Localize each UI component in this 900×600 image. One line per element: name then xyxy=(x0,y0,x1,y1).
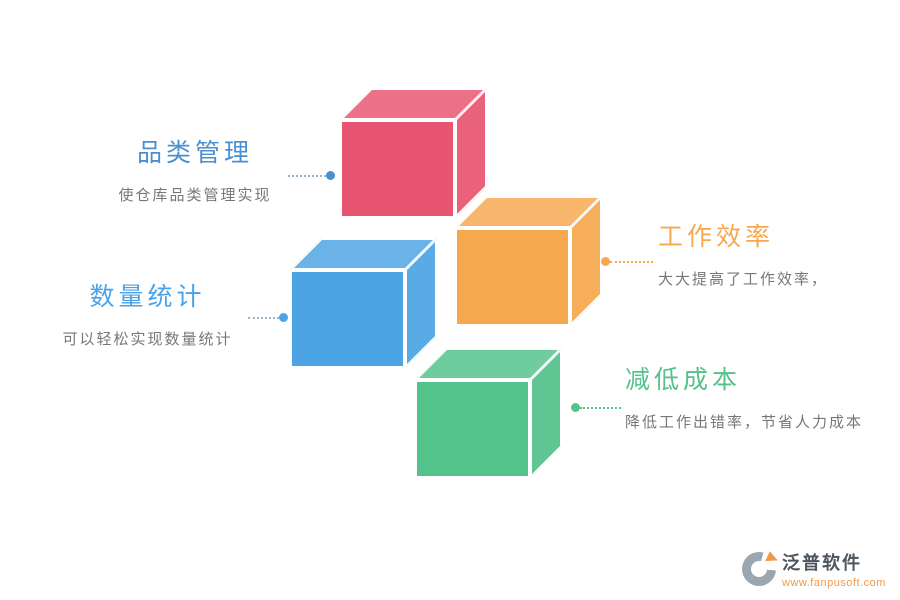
cube-work-efficiency xyxy=(455,196,602,326)
feature-title: 工作效率 xyxy=(658,223,775,251)
cube-front-face xyxy=(290,270,405,368)
brand-logo: 泛普软件 www.fanpusoft.com xyxy=(742,549,886,589)
connector-quantity-statistics xyxy=(248,313,288,322)
feature-description: 降低工作出错率，节省人力成本 xyxy=(625,414,864,431)
cube-front-face xyxy=(340,120,455,218)
brand-text: 泛普软件 www.fanpusoft.com xyxy=(782,549,886,589)
feature-cost-reduction: 减低成本 降低工作出错率，节省人力成本 xyxy=(625,360,887,432)
brand-name: 泛普软件 xyxy=(782,553,862,573)
feature-description: 可以轻松实现数量统计 xyxy=(62,331,233,348)
cube-category-management xyxy=(340,88,487,218)
feature-category-management: 品类管理 使仓库品类管理实现 xyxy=(95,133,295,205)
cube-quantity-statistics xyxy=(290,238,437,368)
feature-work-efficiency: 工作效率 大大提高了工作效率， xyxy=(658,217,898,289)
connector-work-efficiency xyxy=(601,257,653,266)
connector-line xyxy=(580,406,621,409)
connector-dot xyxy=(571,403,580,412)
connector-dot xyxy=(601,257,610,266)
connector-line xyxy=(288,174,326,177)
connector-dot xyxy=(279,313,288,322)
feature-title: 数量统计 xyxy=(89,283,206,311)
feature-title: 品类管理 xyxy=(136,139,253,167)
logo-ring-icon xyxy=(742,552,776,586)
connector-line xyxy=(610,260,653,263)
cube-cost-reduction xyxy=(415,348,562,478)
brand-logo-icon xyxy=(742,551,780,586)
feature-quantity-statistics: 数量统计 可以轻松实现数量统计 xyxy=(40,277,255,349)
feature-description: 使仓库品类管理实现 xyxy=(118,187,272,204)
feature-description: 大大提高了工作效率， xyxy=(658,271,829,288)
cube-front-face xyxy=(415,380,530,478)
brand-url: www.fanpusoft.com xyxy=(782,577,886,589)
feature-title: 减低成本 xyxy=(625,366,742,394)
connector-category-management xyxy=(288,171,335,180)
connector-dot xyxy=(326,171,335,180)
connector-cost-reduction xyxy=(571,403,621,412)
cube-front-face xyxy=(455,228,570,326)
connector-line xyxy=(248,316,279,319)
